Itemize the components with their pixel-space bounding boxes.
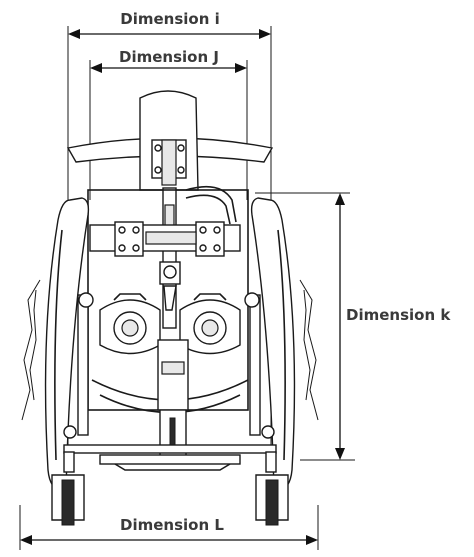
wheelchair-drawing	[21, 90, 319, 526]
hip-pad-right	[179, 293, 241, 355]
dimension-l-label: Dimension L	[120, 516, 224, 534]
hip-pad-left	[99, 293, 161, 355]
left-caster	[51, 451, 85, 526]
right-caster	[255, 451, 289, 526]
dimension-j-label: Dimension J	[119, 48, 219, 66]
dimension-l-group: Dimension L	[19, 505, 319, 550]
dimension-k-group: Dimension k	[255, 192, 451, 461]
dimension-k-label: Dimension k	[346, 306, 451, 324]
lateral-pad-right	[195, 221, 225, 257]
lateral-pad-left	[114, 221, 144, 257]
dimension-j-group: Dimension J	[89, 48, 248, 200]
footrest-column	[157, 339, 189, 411]
dimension-i-label: Dimension i	[120, 10, 220, 28]
footplate	[99, 454, 241, 465]
